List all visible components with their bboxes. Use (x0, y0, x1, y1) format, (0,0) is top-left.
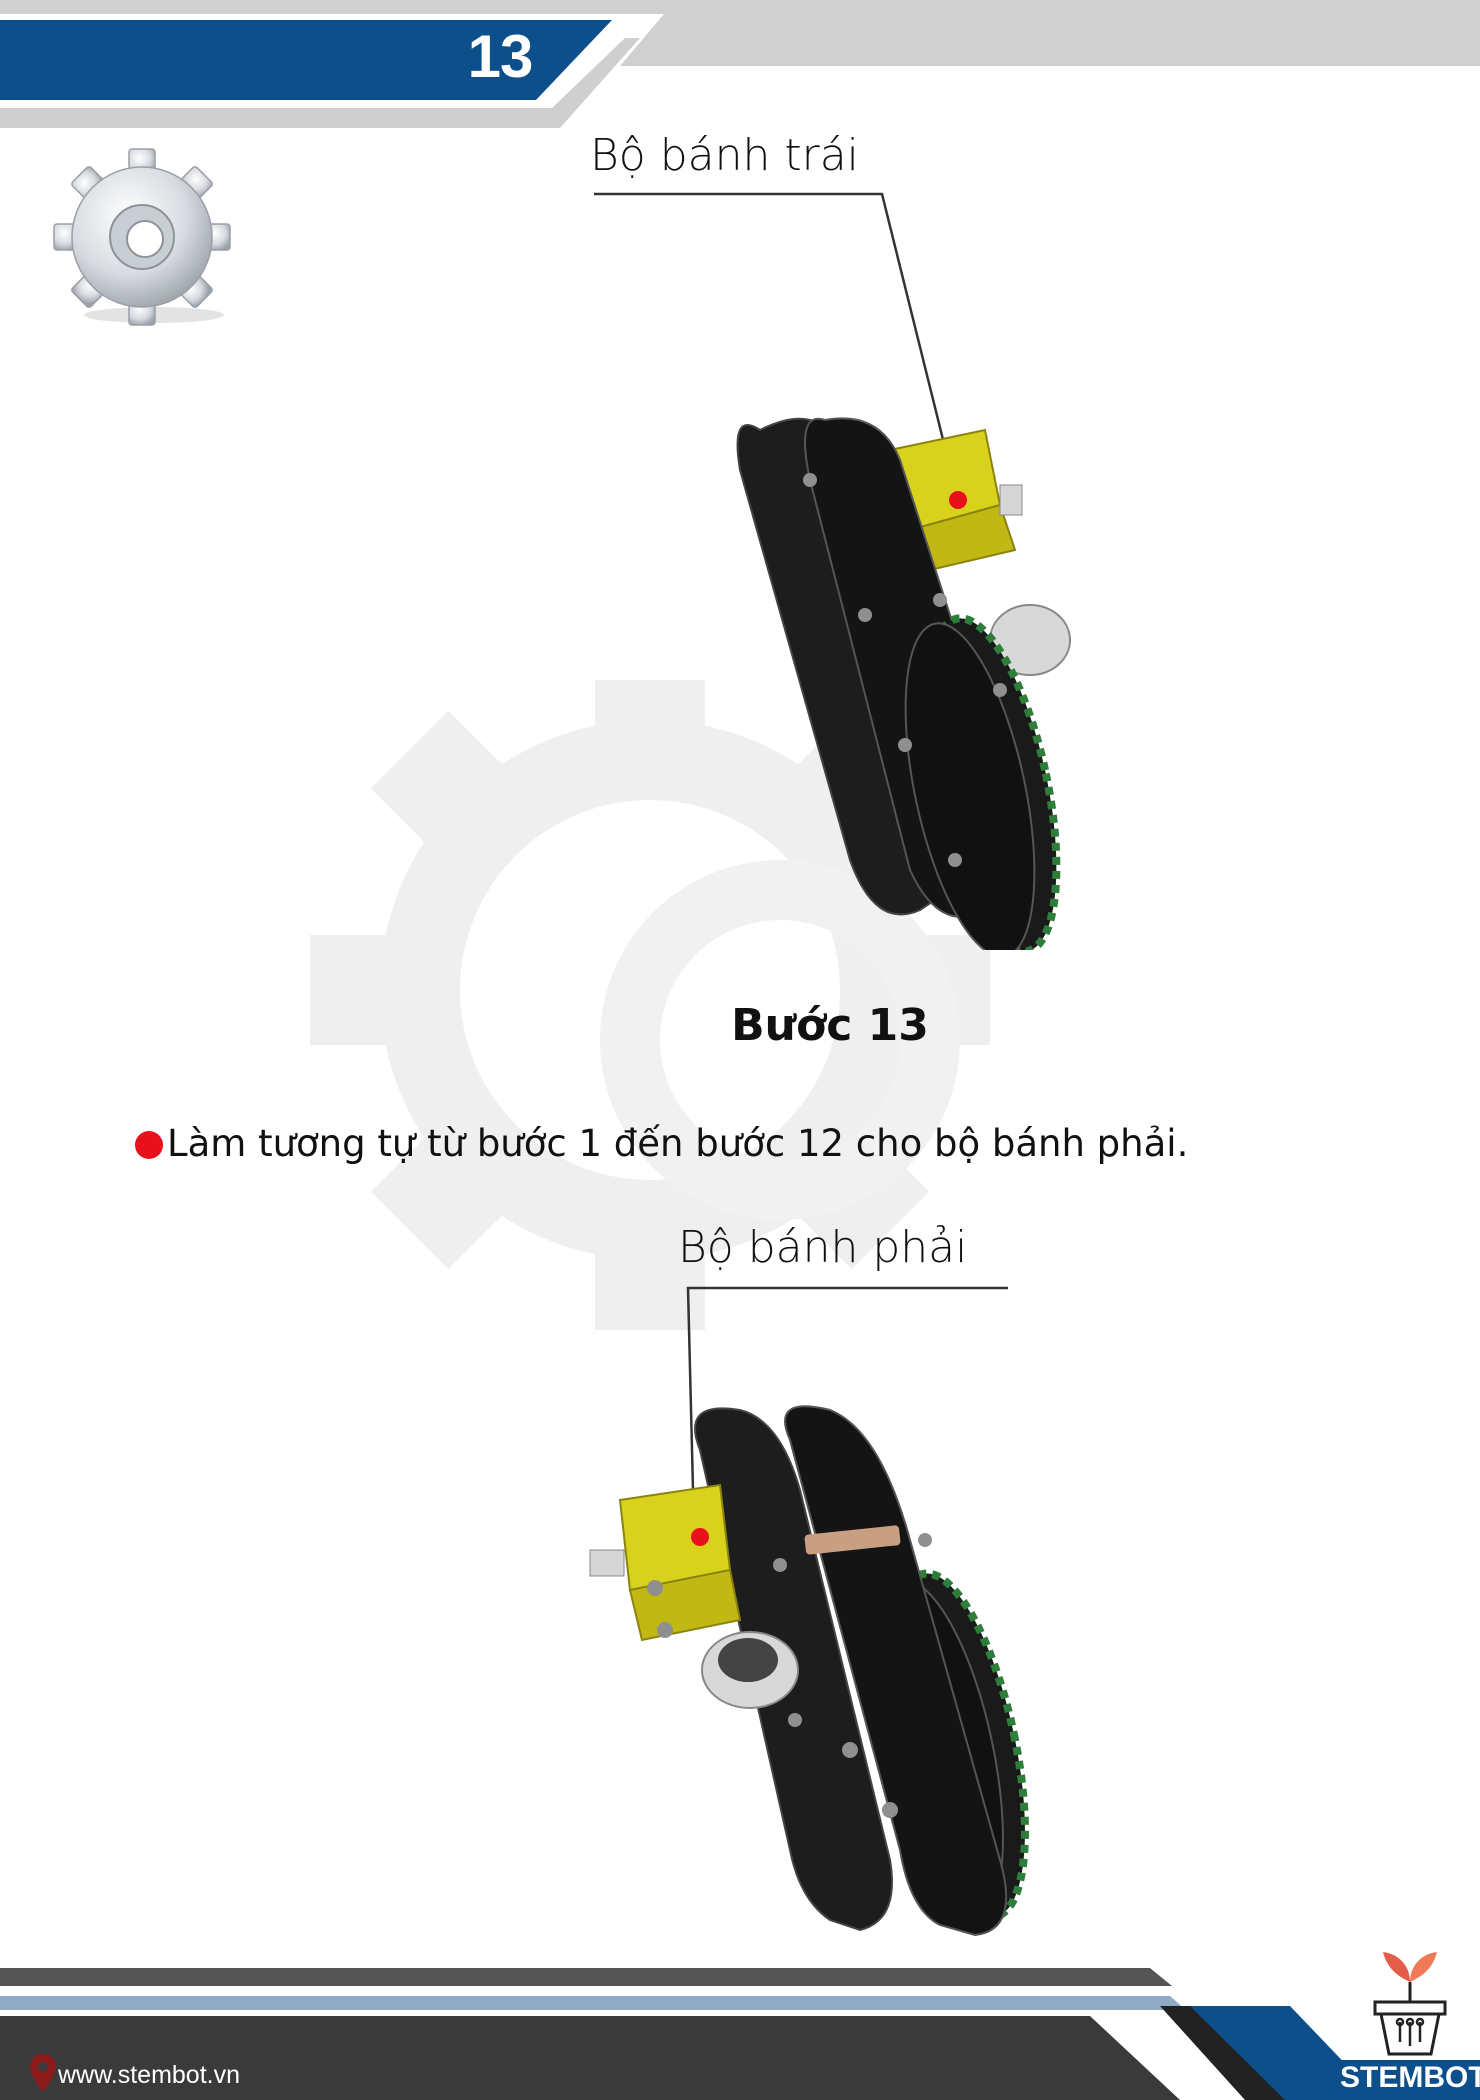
footer-band (0, 1968, 1480, 2100)
stembot-brand: STEMBOT (1340, 2061, 1480, 2094)
step-instruction: Làm tương tự từ bước 1 đến bước 12 cho b… (135, 1122, 1188, 1165)
stembot-logo-icon (1373, 1952, 1447, 2056)
watermark-gear (310, 680, 990, 1330)
left-wheel-label: Bộ bánh trái (590, 130, 859, 181)
gear-icon (53, 148, 231, 326)
right-wheel-assembly-image (589, 1405, 1029, 1937)
location-pin-icon (30, 2054, 56, 2092)
bullet-dot (135, 1131, 163, 1159)
website-link[interactable]: www.stembot.vn (58, 2061, 241, 2089)
right-wheel-label: Bộ bánh phải (678, 1222, 968, 1273)
step-title: Bước 13 (731, 1000, 929, 1051)
header-band (0, 0, 1480, 128)
instruction-text: Làm tương tự từ bước 1 đến bước 12 cho b… (167, 1122, 1189, 1165)
right-wheel-leader-line (686, 1286, 1008, 1531)
left-wheel-assembly-image (736, 417, 1071, 950)
left-wheel-leader-line (594, 192, 960, 501)
page-number: 13 (467, 23, 534, 90)
